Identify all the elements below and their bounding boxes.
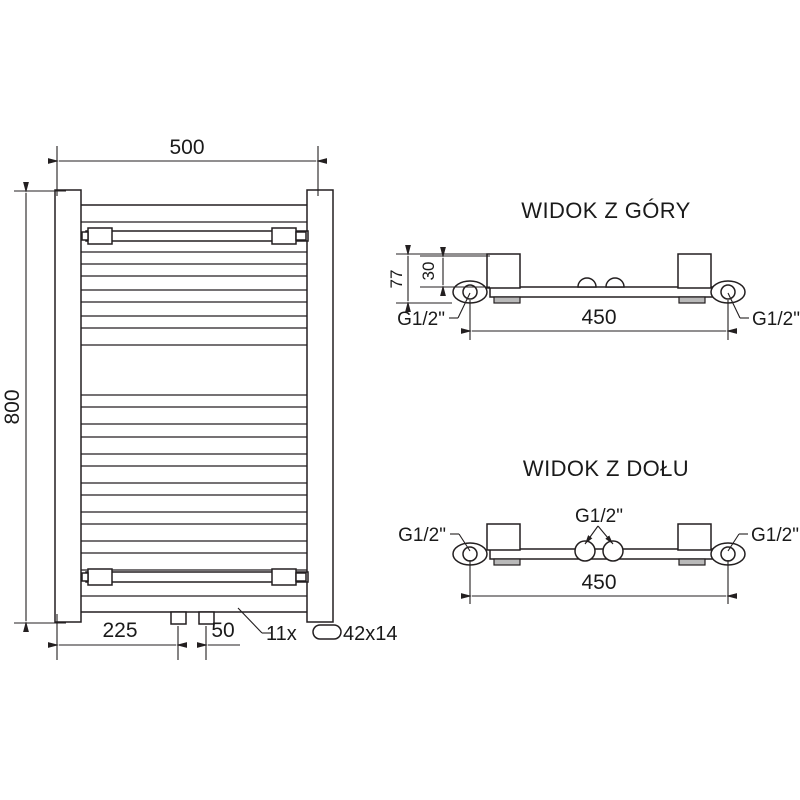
- bottom-connector-stubs: [170, 611, 215, 625]
- top-view-title: WIDOK Z GÓRY: [521, 198, 690, 223]
- bottom-view-group: WIDOK Z DOŁU G1/2" G1/2": [398, 456, 799, 604]
- rounded-rect-profile-icon: [312, 624, 342, 640]
- dimension-center-450-bottom: 450: [461, 560, 737, 604]
- bottom-view-body: [452, 523, 746, 566]
- dimension-center-450-top: 450: [461, 300, 737, 340]
- rung-note-count: 11x: [266, 623, 297, 645]
- ladder-body-outline: [81, 204, 307, 613]
- dimension-label-width: 500: [169, 136, 204, 159]
- dimension-label-spacing: 50: [211, 619, 234, 642]
- top-view-body: [452, 253, 746, 304]
- thread-label-bottom-center: G1/2": [575, 506, 623, 527]
- thread-label-top-right: G1/2": [752, 309, 800, 330]
- bottom-view-center-callout: G1/2": [575, 506, 623, 545]
- bottom-view-title: WIDOK Z DOŁU: [523, 456, 689, 481]
- dimension-height-800: 800: [1, 182, 66, 632]
- dimension-label-height: 800: [1, 389, 24, 424]
- thread-label-bottom-left: G1/2": [398, 525, 446, 546]
- front-elevation-group: 500 800 225 50 11x 42x14: [1, 136, 398, 660]
- thread-label-bottom-right: G1/2": [751, 525, 799, 546]
- upper-hanger-bar: [81, 227, 309, 245]
- bottom-view-center-port-2: [602, 540, 624, 562]
- lower-hanger-bar: [81, 568, 309, 586]
- top-view-vent-port-1: [577, 277, 597, 288]
- ladder-rungs: [81, 221, 307, 597]
- dimension-label-offset: 225: [102, 619, 137, 642]
- rung-profile-note: 11x 42x14: [237, 607, 398, 645]
- bottom-view-thread-callouts: G1/2" G1/2": [398, 525, 799, 552]
- top-view-group: WIDOK Z GÓRY 77: [387, 198, 800, 340]
- left-side-post: [54, 189, 82, 623]
- thread-label-top-left: G1/2": [397, 309, 445, 330]
- dimension-label-depth-30: 30: [419, 262, 438, 281]
- top-view-thread-callouts: G1/2" G1/2": [397, 292, 800, 330]
- rung-note-size: 42x14: [343, 623, 398, 645]
- dimension-label-center-450-bottom: 450: [581, 571, 616, 594]
- dimension-label-center-450-top: 450: [581, 306, 616, 329]
- dimension-label-depth-77: 77: [387, 270, 406, 289]
- dimension-offsets-bottom: 225 50: [48, 614, 240, 660]
- top-view-vent-port-2: [605, 277, 625, 288]
- dimension-width-500: 500: [48, 136, 327, 196]
- dimension-depth-30: 30: [419, 247, 490, 296]
- right-side-post: [306, 189, 334, 623]
